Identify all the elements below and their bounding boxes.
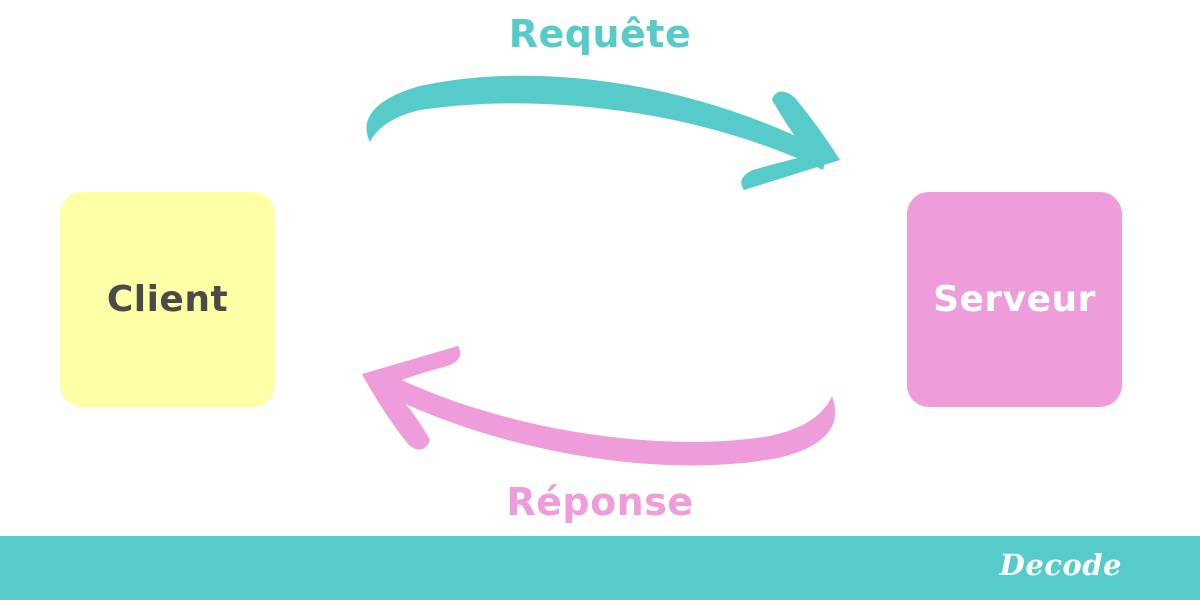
brand-logo: Decode [999,548,1122,582]
request-arrow [366,75,840,190]
response-label: Réponse [506,480,694,524]
response-arrow [362,346,836,466]
client-label: Client [106,279,229,320]
client-box: Client [60,192,275,407]
server-label: Serveur [933,279,1096,320]
server-box: Serveur [907,192,1122,407]
request-label: Requête [508,12,692,56]
footer-bar: Decode [0,536,1200,600]
